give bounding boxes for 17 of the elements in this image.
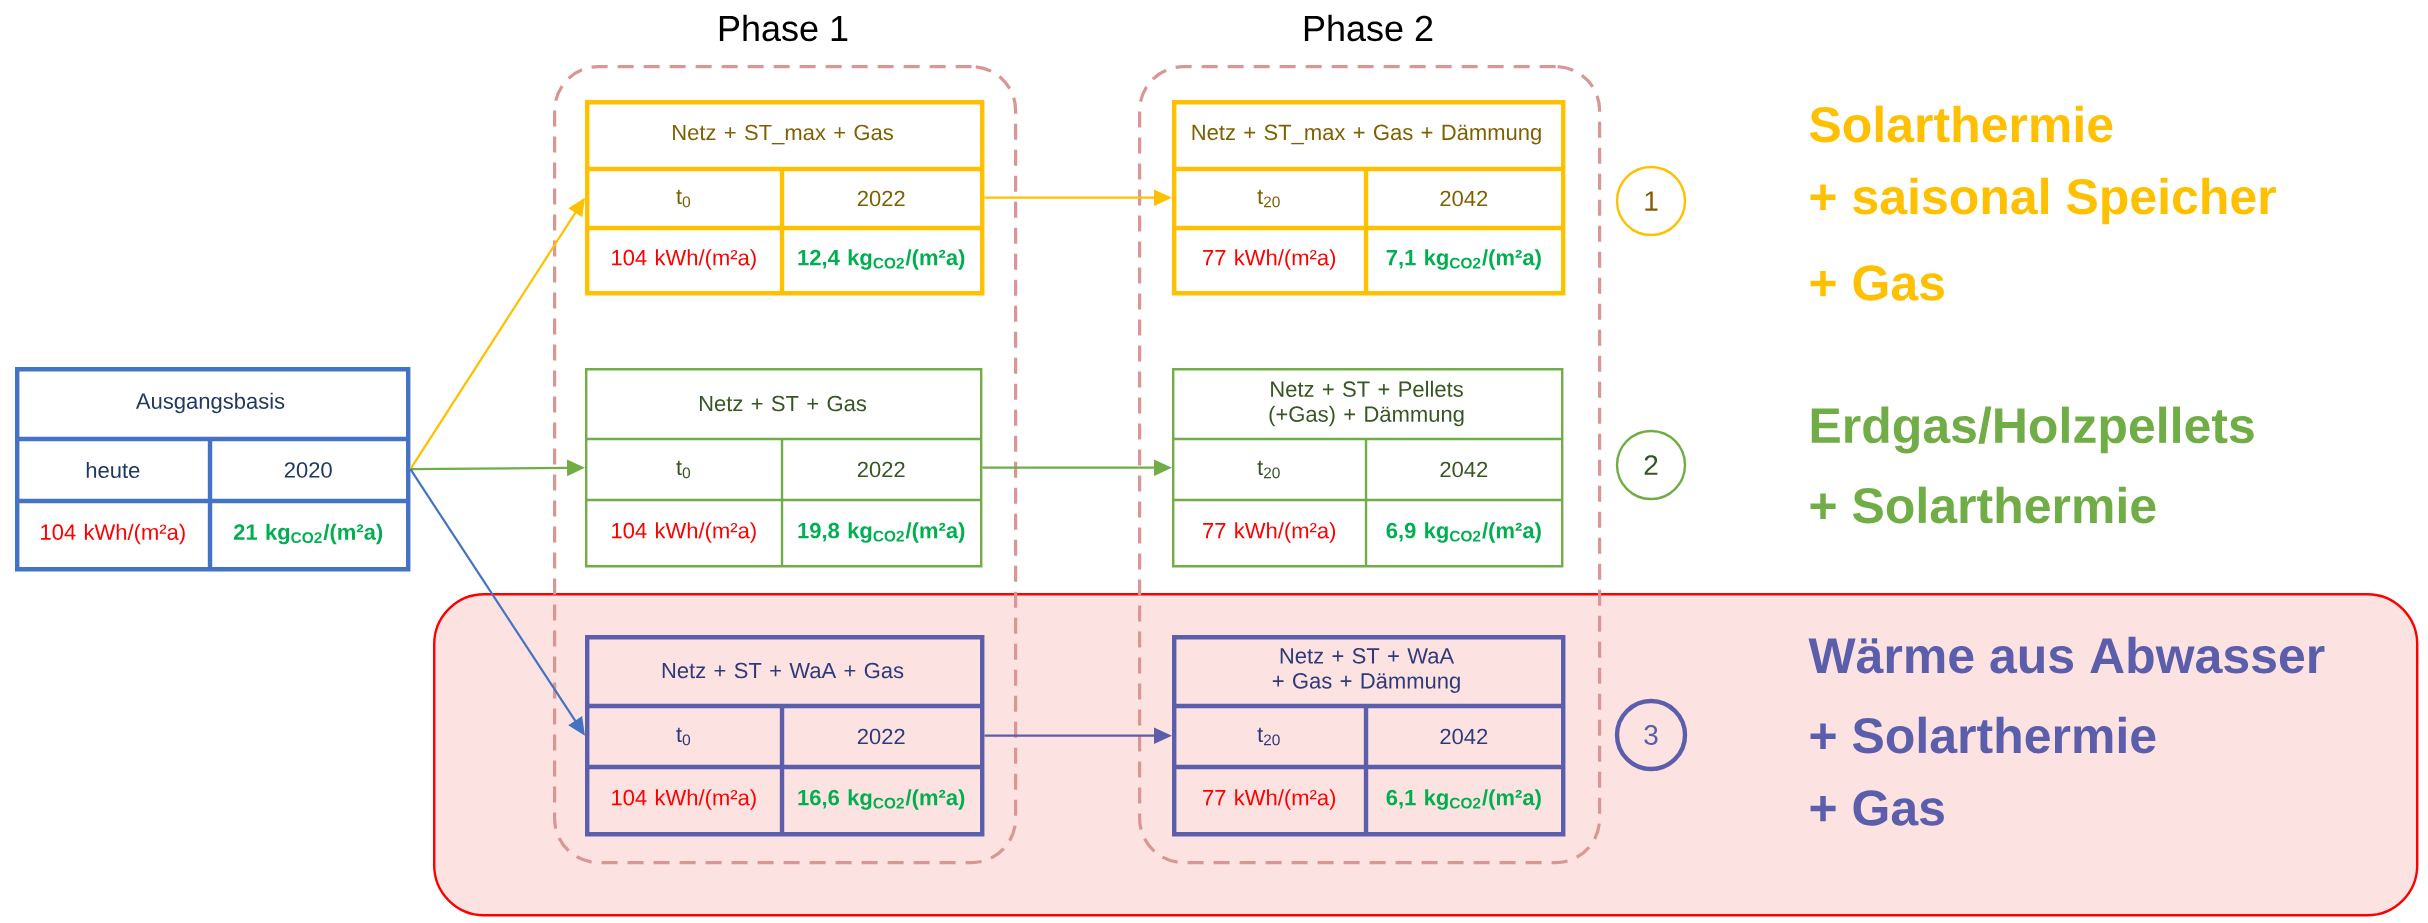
scenario-label: + Solarthermie <box>1810 716 2156 754</box>
data-table: Netz + ST + WaA + Gas t$_{0}$ 2022 104 kWh/(m²a) 16,6 kg$_{CO2}$/(m²a) <box>585 635 985 837</box>
data-table: Netz + ST_max + Gas + Dämmung t$_{20}$ 2042 77 kWh/(m²a) 7,1 kg$_{CO2}$/(m²a) <box>1172 100 1566 296</box>
scenario-label: Erdgas/Holzpellets <box>1811 406 2254 454</box>
phase-heading: Phase 2 <box>1304 14 1433 42</box>
scenario-label: + Gas <box>1810 265 1944 301</box>
data-table: Ausgangsbasis heute 2020 104 kWh/(m²a) 21 kg$_{CO2}$/(m²a) <box>15 367 411 572</box>
scenario-label: + Solarthermie <box>1810 486 2156 524</box>
scenario-label: Solarthermie <box>1809 105 2113 143</box>
data-table: Netz + ST_max + Gas t$_{0}$ 2022 104 kWh/(m²a) 12,4 kg$_{CO2}$/(m²a) <box>585 100 985 296</box>
data-table: Netz + ST + Gas t$_{0}$ 2022 104 kWh/(m²a) 19,8 kg$_{CO2}$/(m²a) <box>585 368 983 568</box>
data-table: Netz + ST + Pellets (+Gas) + Dämmung t$_{20}$ 2042 77 kWh/(m²a) 6,9 kg$_{CO2}$/(m²a) <box>1172 368 1564 568</box>
phase-heading: Phase 1 <box>719 14 848 42</box>
scenario-label: Wärme aus Abwasser <box>1808 636 2325 674</box>
data-table: Netz + ST + WaA + Gas + Dämmung t$_{20}$ 2042 77 kWh/(m²a) 6,1 kg$_{CO2}$/(m²a) <box>1172 635 1566 837</box>
scenario-label: + Gas <box>1810 790 1944 826</box>
scenario-label: + saisonal Speicher <box>1810 177 2276 225</box>
